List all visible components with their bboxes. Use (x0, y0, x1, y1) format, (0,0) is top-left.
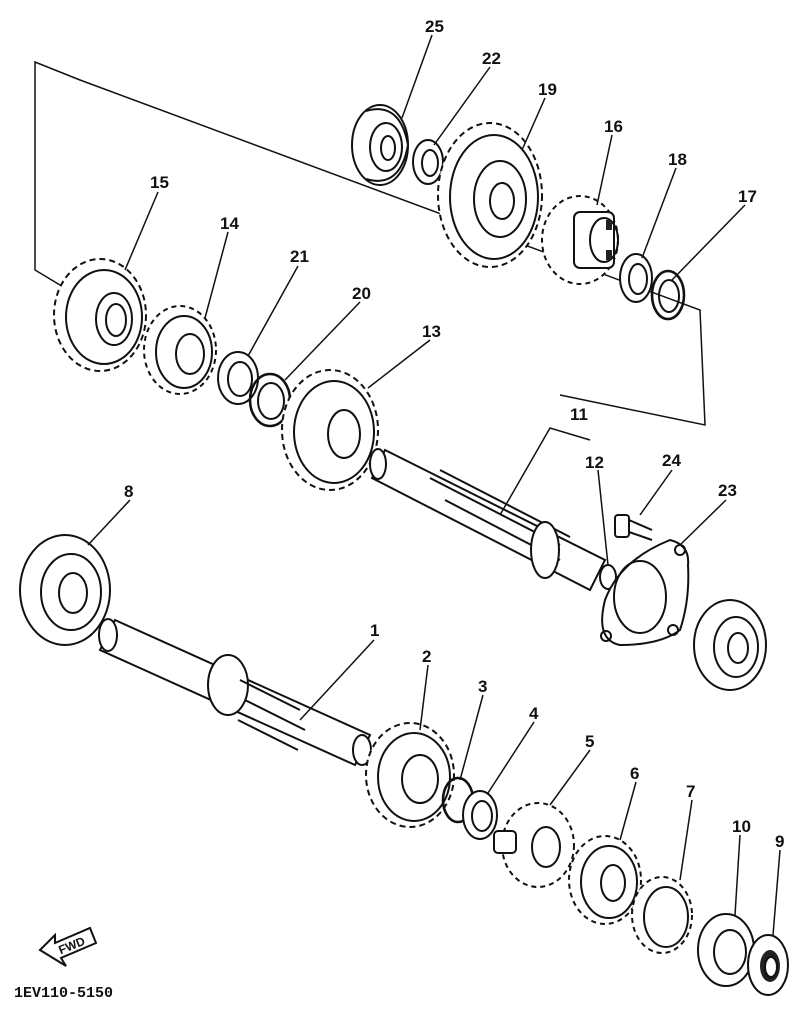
gear-5 (493, 802, 575, 888)
part-number-callouts: 25 22 19 16 18 17 15 14 21 20 13 11 12 2… (124, 17, 784, 851)
gear-13 (281, 369, 379, 491)
bearing-8 (19, 534, 111, 646)
drive-axle-1 (98, 618, 372, 767)
washer-21 (217, 351, 259, 405)
callout-11: 11 (570, 405, 588, 424)
callout-24: 24 (662, 451, 681, 470)
gear-16 (541, 195, 619, 285)
callout-6: 6 (630, 764, 639, 783)
callout-2: 2 (422, 647, 431, 666)
callout-3: 3 (478, 677, 487, 696)
callout-4: 4 (529, 704, 539, 723)
callout-21: 21 (290, 247, 309, 266)
gear-14 (143, 305, 217, 395)
callout-25: 25 (425, 17, 444, 36)
gear-6 (568, 835, 642, 925)
gear-15 (53, 258, 147, 372)
gear-19 (437, 122, 543, 268)
callout-19: 19 (538, 80, 557, 99)
callout-13: 13 (422, 322, 441, 341)
diagram-code: 1EV110-5150 (14, 985, 113, 1002)
bearing-10 (697, 913, 755, 987)
callout-8: 8 (124, 482, 133, 501)
bearing-25 (351, 104, 410, 186)
callout-14: 14 (220, 214, 239, 233)
screw-24 (614, 514, 653, 541)
fwd-arrow: FWD (38, 926, 98, 967)
callout-5: 5 (585, 732, 594, 751)
callout-10: 10 (732, 817, 751, 836)
washer-18 (619, 253, 653, 303)
bearing-23-side (693, 599, 767, 691)
callout-12: 12 (585, 453, 604, 472)
callout-7: 7 (686, 782, 695, 801)
callout-18: 18 (668, 150, 687, 169)
leader-lines (87, 34, 781, 936)
callout-22: 22 (482, 49, 501, 68)
callout-20: 20 (352, 284, 371, 303)
callout-16: 16 (604, 117, 623, 136)
callout-23: 23 (718, 481, 737, 500)
circlip-17 (650, 269, 686, 321)
retainer-plate-23 (600, 538, 690, 647)
gear-2 (365, 722, 455, 828)
callout-17: 17 (738, 187, 757, 206)
callout-1: 1 (370, 621, 379, 640)
callout-9: 9 (775, 832, 784, 851)
main-axle-11 (369, 448, 617, 592)
group-bracket-lines (34, 60, 706, 426)
washer-4 (462, 790, 498, 840)
washer-22 (412, 139, 444, 185)
callout-15: 15 (150, 173, 169, 192)
gear-7 (631, 876, 693, 954)
oil-seal-9 (747, 934, 789, 996)
